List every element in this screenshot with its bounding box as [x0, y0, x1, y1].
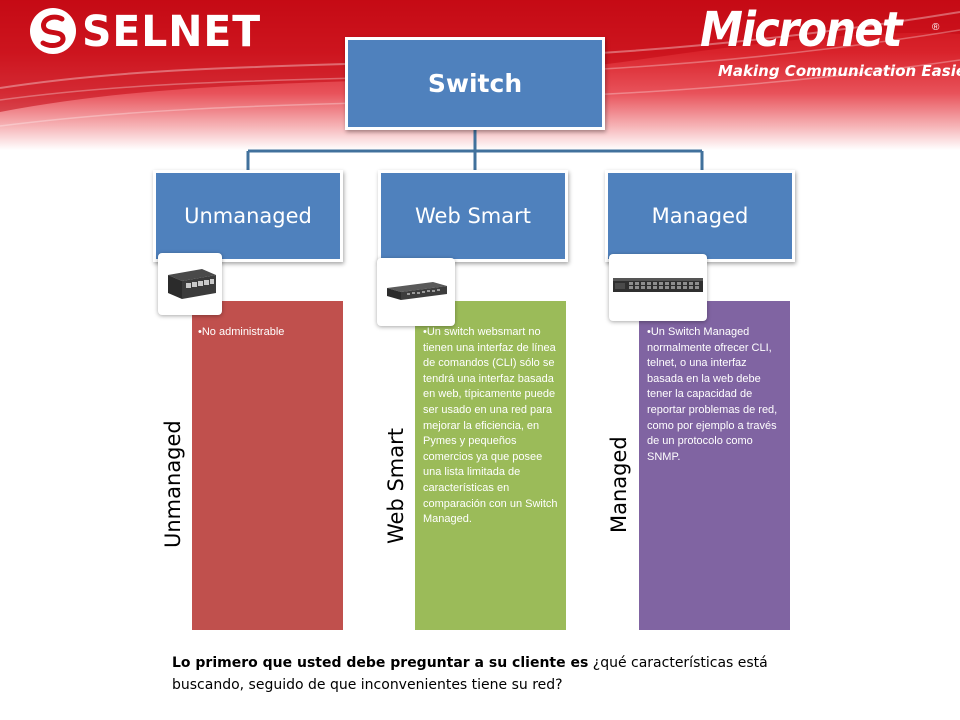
panel-managed: Un Switch Managed normalmente ofrecer CL… — [639, 301, 790, 630]
selnet-swirl-icon — [30, 8, 76, 54]
managed-switch-24-port-icon — [613, 278, 703, 292]
thumbnail-managed-switch — [609, 254, 707, 321]
switch-port — [689, 286, 693, 289]
switch-port — [629, 286, 633, 289]
category-node-managed: Managed — [605, 170, 795, 262]
thumbnail-websmart-switch — [377, 258, 455, 326]
switch-port — [671, 282, 675, 285]
switch-port — [695, 286, 699, 289]
switch-port — [665, 286, 669, 289]
switch-port — [641, 282, 645, 285]
category-title-managed: Managed — [651, 204, 749, 228]
switch-port — [647, 286, 651, 289]
thumbnail-unmanaged-switch — [158, 253, 222, 315]
switch-port — [665, 282, 669, 285]
switch-port — [683, 282, 687, 285]
selnet-logo-text: SELNET — [82, 7, 262, 57]
switch-port — [677, 286, 681, 289]
switch-port — [689, 282, 693, 285]
side-label-websmart: Web Smart — [384, 428, 408, 544]
switch-port — [647, 282, 651, 285]
category-title-websmart: Web Smart — [415, 204, 531, 228]
panel-managed-description: Un Switch Managed normalmente ofrecer CL… — [647, 325, 785, 465]
switch-port — [683, 286, 687, 289]
switch-port — [629, 282, 633, 285]
registered-mark: ® — [932, 22, 940, 33]
caption-lead: Lo primero que usted debe preguntar a su… — [172, 655, 589, 671]
switch-5-port-icon — [168, 269, 216, 299]
panel-websmart: Un switch websmart no tienen una interfa… — [415, 301, 566, 630]
side-label-unmanaged: Unmanaged — [161, 420, 185, 548]
switch-port — [677, 282, 681, 285]
category-node-unmanaged: Unmanaged — [153, 170, 343, 262]
switch-port — [653, 286, 657, 289]
side-label-managed: Managed — [607, 436, 631, 533]
switch-port — [635, 282, 639, 285]
switch-port — [659, 282, 663, 285]
switch-port — [641, 286, 645, 289]
category-node-websmart: Web Smart — [378, 170, 568, 262]
panel-unmanaged-description: No administrable — [198, 325, 338, 341]
rack-switch-icon — [387, 282, 447, 300]
micronet-tagline: Making Communication Easier — [718, 62, 960, 80]
switch-port — [653, 282, 657, 285]
root-node-label: Switch — [427, 69, 523, 98]
category-title-unmanaged: Unmanaged — [184, 204, 312, 228]
switch-port — [695, 282, 699, 285]
panel-websmart-description: Un switch websmart no tienen una interfa… — [423, 325, 561, 528]
caption-question: ¿qué características está buscando, segu… — [172, 655, 768, 693]
panel-unmanaged: No administrable — [192, 301, 343, 630]
micronet-logo-text: Micronet — [700, 2, 903, 58]
switch-port — [659, 286, 663, 289]
root-node-switch: Switch — [345, 37, 605, 130]
switch-port — [671, 286, 675, 289]
switch-port — [635, 286, 639, 289]
bottom-caption: Lo primero que usted debe preguntar a su… — [172, 652, 812, 696]
